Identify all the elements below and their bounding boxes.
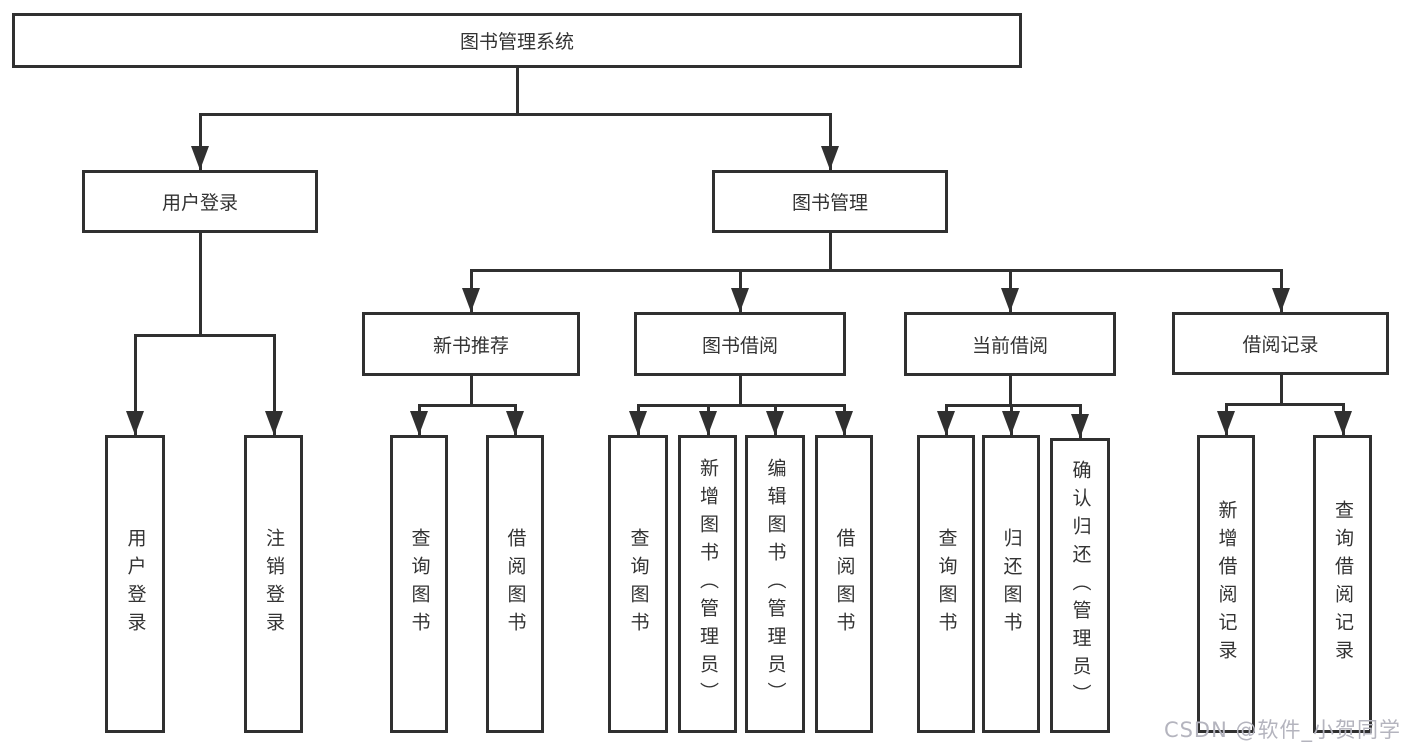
arrowhead-down-icon	[766, 411, 784, 435]
node-label-leaf-cur-confirm: 确认归还（管理员）	[1069, 459, 1092, 712]
node-label-leaf-bor-query: 查询图书	[627, 528, 650, 640]
node-leaf-logout: 注销登录	[244, 435, 303, 733]
connector-line	[273, 334, 276, 435]
node-label-root: 图书管理系统	[459, 31, 574, 53]
arrowhead-down-icon	[1217, 411, 1235, 435]
node-leaf-hist-add: 新增借阅记录	[1197, 435, 1255, 733]
node-label-leaf-logout: 注销登录	[263, 528, 285, 640]
arrowhead-down-icon	[835, 411, 853, 435]
node-label-leaf-bor-edit: 编辑图书（管理员）	[764, 458, 787, 710]
node-leaf-hist-query: 查询借阅记录	[1313, 435, 1372, 733]
connector-line	[470, 376, 473, 407]
node-label-leaf-cur-query: 查询图书	[935, 528, 958, 640]
connector-line	[199, 113, 832, 116]
connector-line	[829, 233, 832, 272]
node-book-mgmt: 图书管理	[712, 170, 948, 233]
node-leaf-cur-return: 归还图书	[982, 435, 1040, 733]
connector-line	[516, 68, 519, 116]
connector-line	[199, 233, 202, 337]
connector-line	[945, 404, 1082, 407]
node-current-borrow: 当前借阅	[904, 312, 1116, 376]
node-label-book-borrow: 图书借阅	[701, 334, 778, 357]
arrowhead-down-icon	[1001, 288, 1019, 312]
node-label-leaf-rec-borrow: 借阅图书	[504, 528, 527, 640]
node-book-borrow: 图书借阅	[634, 312, 846, 376]
node-leaf-rec-query: 查询图书	[390, 435, 448, 733]
connector-line	[1225, 403, 1345, 406]
connector-line	[418, 404, 517, 407]
node-borrow-records: 借阅记录	[1172, 312, 1389, 375]
arrowhead-down-icon	[1334, 411, 1352, 435]
node-label-leaf-bor-borrow: 借阅图书	[833, 528, 856, 640]
node-leaf-cur-query: 查询图书	[917, 435, 975, 733]
arrowhead-down-icon	[265, 411, 283, 435]
connector-line	[199, 113, 202, 170]
connector-line	[134, 334, 276, 337]
arrowhead-down-icon	[1002, 411, 1020, 435]
node-leaf-cur-confirm: 确认归还（管理员）	[1050, 438, 1110, 733]
connector-line	[739, 376, 742, 407]
node-label-new-book-rec: 新书推荐	[432, 334, 509, 357]
node-label-leaf-rec-query: 查询图书	[408, 528, 431, 640]
node-label-leaf-bor-add: 新增图书（管理员）	[697, 458, 719, 710]
node-leaf-bor-edit: 编辑图书（管理员）	[745, 435, 805, 733]
node-label-borrow-records: 借阅记录	[1242, 334, 1319, 356]
arrowhead-down-icon	[937, 411, 955, 435]
arrowhead-down-icon	[821, 146, 839, 170]
arrowhead-down-icon	[629, 411, 647, 435]
arrowhead-down-icon	[699, 411, 717, 435]
arrowhead-down-icon	[191, 146, 209, 170]
node-label-leaf-cur-return: 归还图书	[1000, 528, 1023, 640]
node-label-book-mgmt: 图书管理	[791, 192, 868, 214]
arrowhead-down-icon	[1272, 288, 1290, 312]
node-user-login: 用户登录	[82, 170, 318, 233]
node-label-leaf-hist-query: 查询借阅记录	[1332, 500, 1354, 668]
connector-line	[829, 113, 832, 170]
node-leaf-bor-query: 查询图书	[608, 435, 668, 733]
connector-line	[1280, 375, 1283, 406]
arrowhead-down-icon	[731, 288, 749, 312]
arrowhead-down-icon	[126, 411, 144, 435]
node-leaf-user-login: 用户登录	[105, 435, 165, 733]
node-label-leaf-hist-add: 新增借阅记录	[1215, 500, 1238, 668]
arrowhead-down-icon	[1071, 414, 1089, 438]
node-leaf-bor-add: 新增图书（管理员）	[678, 435, 737, 733]
arrowhead-down-icon	[410, 411, 428, 435]
connector-line	[637, 404, 846, 407]
arrowhead-down-icon	[506, 411, 524, 435]
node-new-book-rec: 新书推荐	[362, 312, 580, 376]
node-root: 图书管理系统	[12, 13, 1022, 68]
node-leaf-bor-borrow: 借阅图书	[815, 435, 873, 733]
node-leaf-rec-borrow: 借阅图书	[486, 435, 544, 733]
csdn-watermark: CSDN @软件_小贺同学	[1163, 718, 1401, 742]
node-label-leaf-user-login: 用户登录	[124, 528, 147, 640]
connector-line	[470, 269, 1283, 272]
node-label-current-borrow: 当前借阅	[971, 334, 1048, 357]
connector-line	[1009, 376, 1012, 407]
connector-line	[134, 334, 137, 435]
arrowhead-down-icon	[462, 288, 480, 312]
node-label-user-login: 用户登录	[161, 192, 238, 214]
